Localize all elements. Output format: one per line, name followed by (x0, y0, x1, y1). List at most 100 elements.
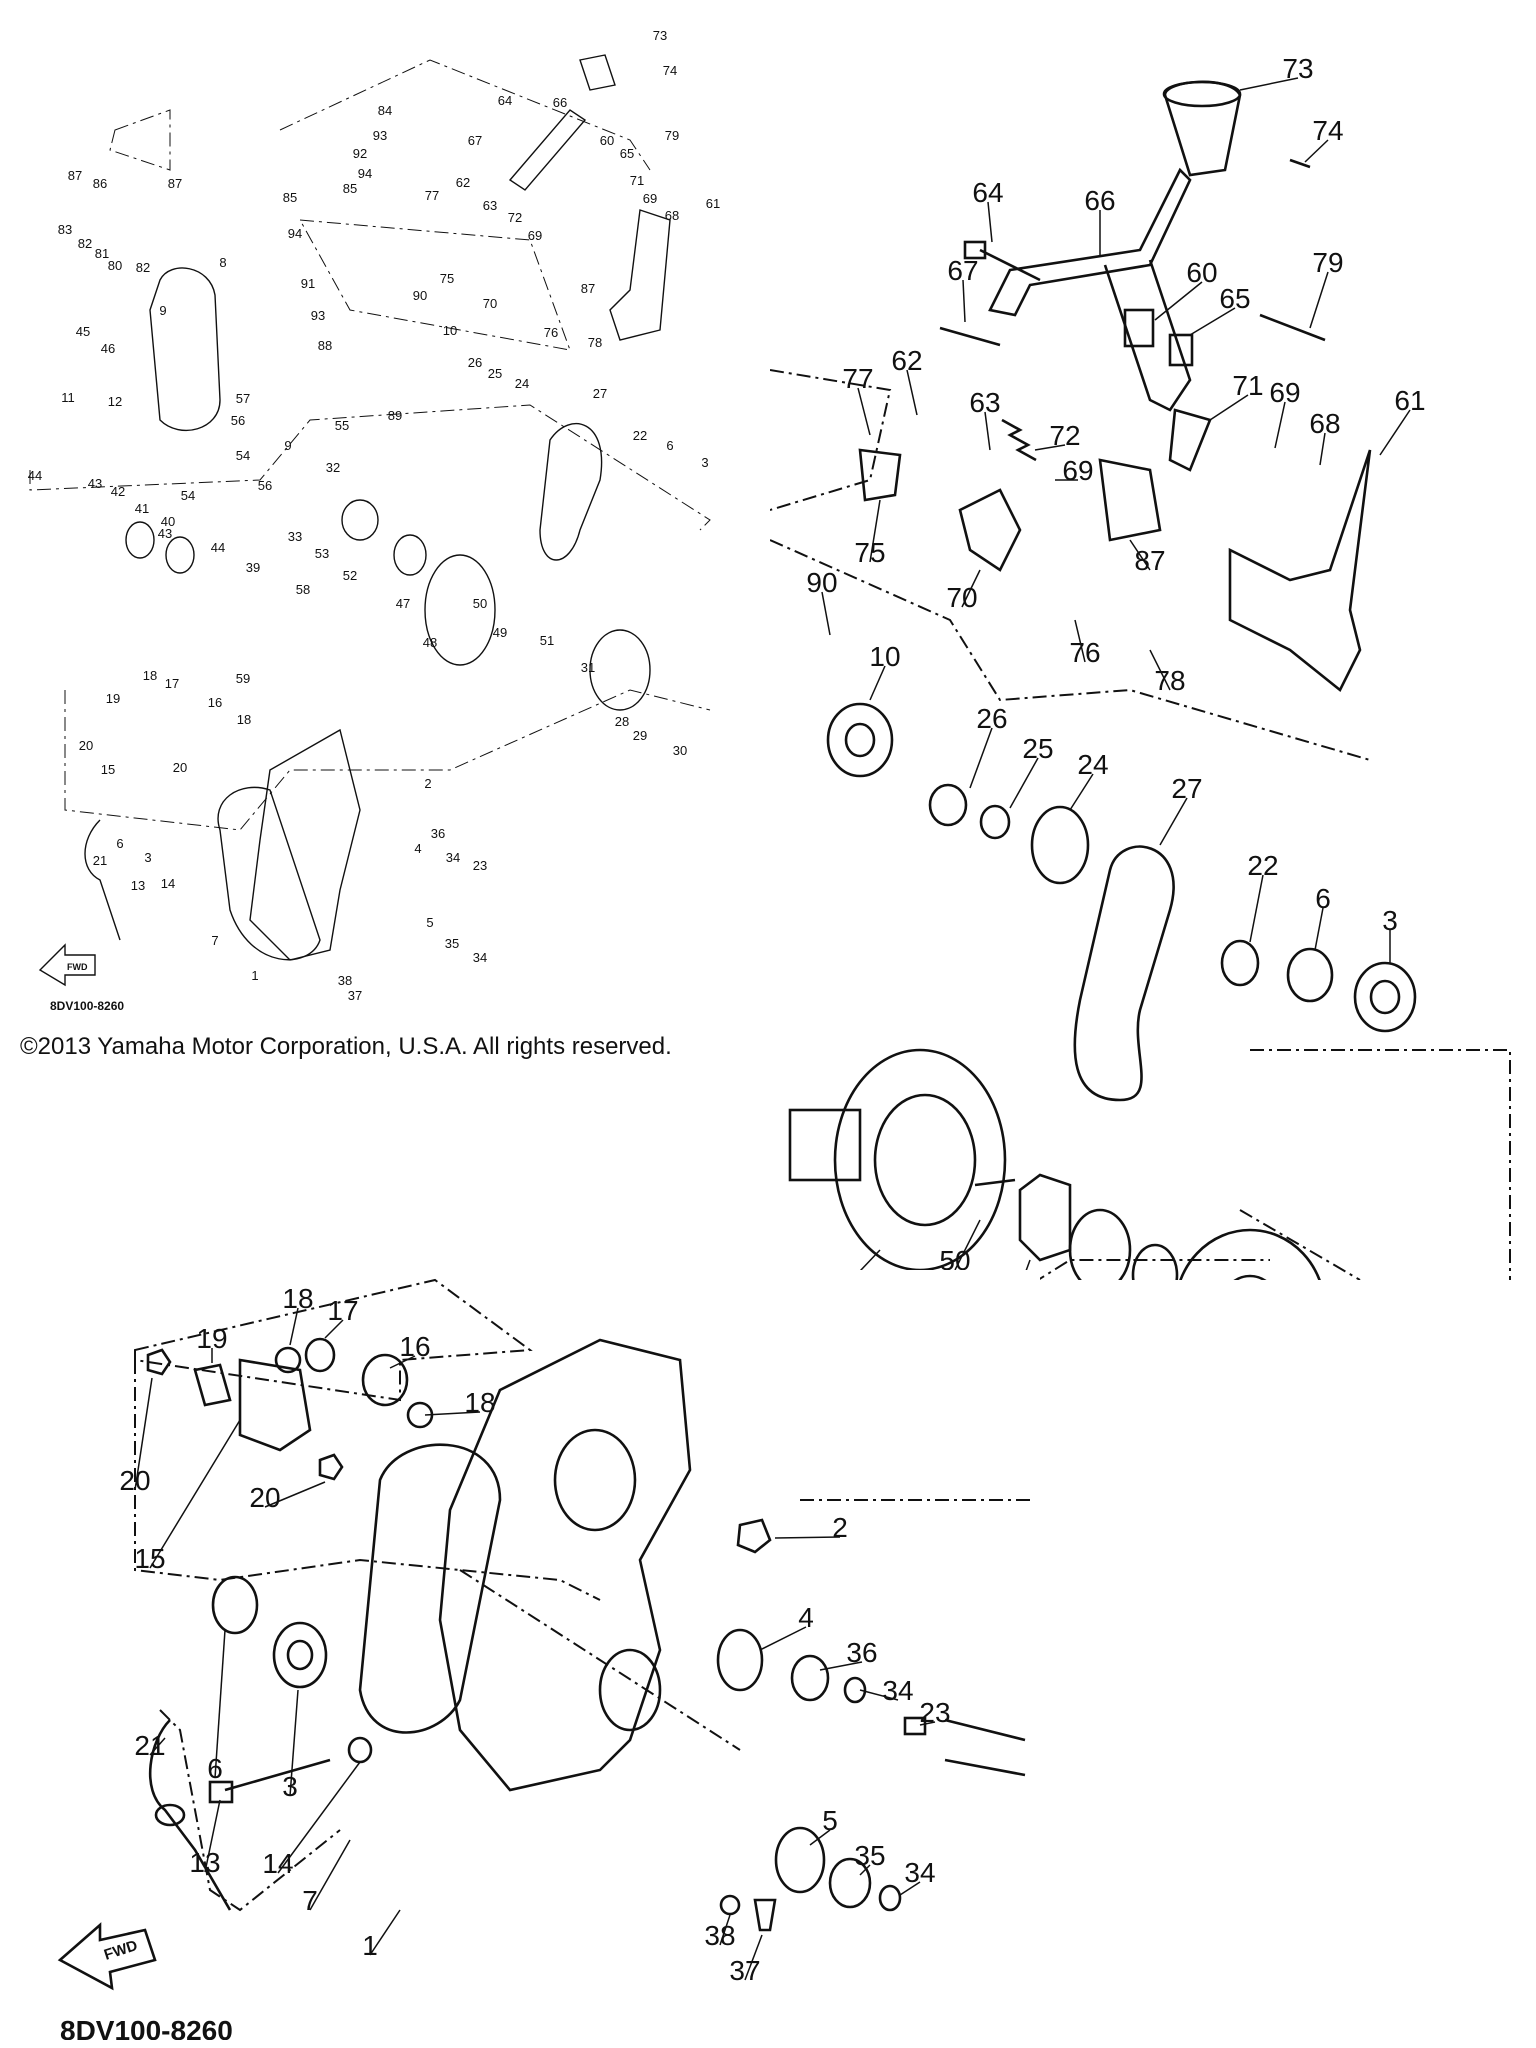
ov-callout-72: 72 (508, 210, 522, 225)
overview-bracket (609, 209, 671, 341)
ov-callout-37: 37 (348, 988, 362, 1003)
zoom-lower-outline-mid (459, 1569, 741, 1751)
zl-callout-15: 15 (134, 1543, 165, 1574)
ov-callout-71: 71 (630, 173, 644, 188)
zu-leader-50 (954, 1219, 981, 1271)
zl-leader-36 (819, 1661, 863, 1671)
ov-callout-85: 85 (343, 181, 357, 196)
overview-spring (341, 499, 379, 541)
bearing-3 (1353, 961, 1417, 1033)
overview-gear (589, 629, 651, 711)
seal-5 (774, 1826, 826, 1894)
bolt-64 (979, 248, 1041, 282)
ov-callout-23: 23 (473, 858, 487, 873)
zu-callout-76: 76 (1069, 637, 1100, 668)
zl-callout-37: 37 (729, 1955, 760, 1986)
ov-callout-90: 90 (413, 288, 427, 303)
belt-27 (1073, 845, 1175, 1102)
zl-leader-20 (264, 1481, 326, 1508)
ov-callout-12: 12 (108, 394, 122, 409)
collar-26 (928, 783, 968, 827)
gasket-7 (358, 1443, 502, 1734)
zl-callout-18: 18 (282, 1283, 313, 1314)
zu-callout-67: 67 (947, 255, 978, 286)
ov-callout-19: 19 (106, 691, 120, 706)
zu-callout-60: 60 (1186, 257, 1217, 288)
ov-callout-39: 39 (246, 560, 260, 575)
knob-73 (1163, 80, 1242, 177)
zl-leader-23 (919, 1721, 936, 1726)
bearing-10-inner (844, 722, 876, 758)
ov-callout-69: 69 (528, 228, 542, 243)
zl-callout-38: 38 (704, 1920, 735, 1951)
zl-callout-4: 4 (798, 1602, 814, 1633)
zu-callout-69: 69 (1062, 455, 1093, 486)
shaft-stub (944, 1718, 1026, 1777)
spline-shaft (788, 1108, 862, 1182)
roller-16 (361, 1353, 409, 1407)
overview-gear-small-2 (165, 536, 195, 574)
ov-callout-41: 41 (135, 501, 149, 516)
ov-callout-64: 64 (498, 93, 512, 108)
zu-leader-87 (1129, 539, 1151, 571)
ov-callout-51: 51 (540, 633, 554, 648)
zu-leader-74 (1304, 139, 1329, 163)
zu-leader-63 (984, 411, 991, 451)
bearing-3b (272, 1621, 328, 1689)
ov-callout-45: 45 (76, 324, 90, 339)
ov-callout-82: 82 (78, 236, 92, 251)
gear-28 (1179, 1228, 1321, 1280)
zl-leader-21 (149, 1737, 166, 1756)
zu-leader-64 (987, 201, 993, 243)
zu-callout-3: 3 (1382, 905, 1398, 936)
ov-callout-34: 34 (473, 950, 487, 965)
ov-callout-5: 5 (426, 915, 433, 930)
bolt-67 (939, 326, 1001, 347)
zl-leader-4 (759, 1626, 807, 1651)
zu-leader-77 (857, 387, 871, 436)
gear-24 (1030, 805, 1090, 885)
ov-callout-58: 58 (296, 582, 310, 597)
ov-callout-43: 43 (158, 526, 172, 541)
collar-22 (1220, 939, 1260, 987)
zu-leader-70 (961, 569, 981, 608)
ov-callout-55: 55 (335, 418, 349, 433)
zu-callout-73: 73 (1282, 53, 1313, 84)
ov-callout-9: 9 (284, 438, 291, 453)
zl-callout-36: 36 (846, 1637, 877, 1668)
shift-lever-66 (988, 167, 1192, 317)
zl-leader-15 (149, 1419, 241, 1569)
zoom-lower-outline-dip (159, 1709, 341, 1912)
zu-callout-61: 61 (1394, 385, 1425, 416)
oring-34b (878, 1884, 902, 1912)
ov-callout-87: 87 (68, 168, 82, 183)
dog-49 (1018, 1173, 1072, 1262)
zu-leader-6 (1314, 907, 1324, 951)
bearing-3b-inner (286, 1639, 314, 1671)
zu-leader-75 (869, 499, 881, 563)
zl-callout-6: 6 (207, 1753, 223, 1784)
zu-callout-22: 22 (1247, 850, 1278, 881)
zu-leader-78 (1149, 649, 1171, 691)
nut-20b (318, 1453, 344, 1481)
ov-callout-6: 6 (116, 836, 123, 851)
zl-callout-34: 34 (904, 1857, 935, 1888)
bearing-17 (304, 1337, 336, 1373)
zl-leader-20 (134, 1377, 153, 1491)
overview-lever-outline (279, 59, 651, 171)
ov-callout-4: 4 (414, 841, 421, 856)
zl-callout-18: 18 (464, 1387, 495, 1418)
zl-leader-14 (277, 1761, 361, 1874)
ov-callout-40: 40 (161, 514, 175, 529)
zl-callout-7: 7 (302, 1885, 318, 1916)
knob-top (1162, 80, 1242, 108)
zu-callout-6: 6 (1315, 883, 1331, 914)
ov-callout-17: 17 (165, 676, 179, 691)
ov-callout-50: 50 (473, 596, 487, 611)
ov-callout-70: 70 (483, 296, 497, 311)
zl-leader-17 (324, 1319, 344, 1339)
ov-callout-79: 79 (665, 128, 679, 143)
bushing-65 (1168, 333, 1194, 367)
ov-callout-29: 29 (633, 728, 647, 743)
ov-callout-66: 66 (553, 95, 567, 110)
